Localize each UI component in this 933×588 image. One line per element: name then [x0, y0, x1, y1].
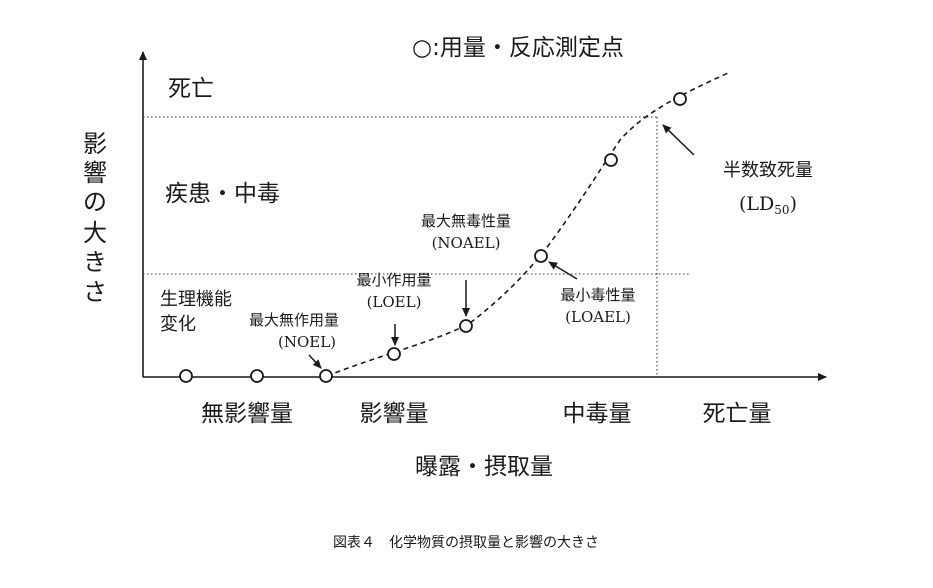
loael-arrow — [548, 261, 578, 280]
x-axis-label: 曝露・摂取量 — [415, 454, 553, 480]
measurement-point — [459, 319, 473, 333]
dose-response-curve — [326, 72, 729, 377]
measurement-point — [387, 347, 401, 361]
loael-label: 最小毒性量 — [560, 286, 635, 304]
ld50-subscript: 50 — [774, 203, 789, 217]
region-label-physiological: 生理機能 — [160, 289, 232, 310]
x-category-no-effect: 無影響量 — [201, 401, 293, 427]
svg-text:き: き — [83, 248, 107, 276]
region-label-death: 死亡 — [168, 76, 214, 102]
noel-label: 最大無作用量 — [249, 311, 339, 329]
measurement-point — [319, 369, 333, 383]
svg-text:大: 大 — [83, 219, 107, 247]
figure-caption: 図表４ 化学物質の摂取量と影響の大きさ — [333, 534, 599, 551]
ld50-arrow — [662, 124, 695, 156]
svg-text:さ: さ — [83, 278, 107, 306]
ld50-abbrev: (LD50) — [739, 193, 797, 217]
region-label-disease: 疾患・中毒 — [165, 181, 280, 207]
x-category-effect: 影響量 — [360, 401, 429, 427]
noael-abbrev: (NOAEL) — [432, 234, 501, 252]
svg-text:の: の — [83, 188, 107, 216]
y-axis-label: 影 響 の 大 き さ — [83, 130, 107, 306]
noael-label: 最大無毒性量 — [421, 212, 511, 230]
measurement-point — [534, 249, 548, 263]
loael-abbrev: (LOAEL) — [565, 308, 631, 326]
x-category-lethal: 死亡量 — [703, 401, 772, 427]
measurement-point — [604, 153, 618, 167]
measurement-point — [179, 369, 193, 383]
legend-text: ○:用量・反応測定点 — [412, 35, 624, 61]
ld50-suffix: ) — [790, 193, 797, 215]
svg-text:響: 響 — [83, 159, 107, 187]
measurement-point — [673, 92, 687, 106]
noel-arrow — [308, 354, 322, 369]
region-label-physiological-2: 変化 — [160, 314, 196, 335]
loel-abbrev: (LOEL) — [367, 293, 422, 311]
svg-text:影: 影 — [83, 130, 107, 158]
ld50-label: 半数致死量 — [723, 160, 813, 181]
x-category-toxic: 中毒量 — [563, 401, 632, 427]
measurement-point — [250, 369, 264, 383]
noel-abbrev: (NOEL) — [278, 333, 336, 351]
ld50-prefix: (LD — [739, 193, 774, 215]
loel-label: 最小作用量 — [356, 271, 431, 289]
